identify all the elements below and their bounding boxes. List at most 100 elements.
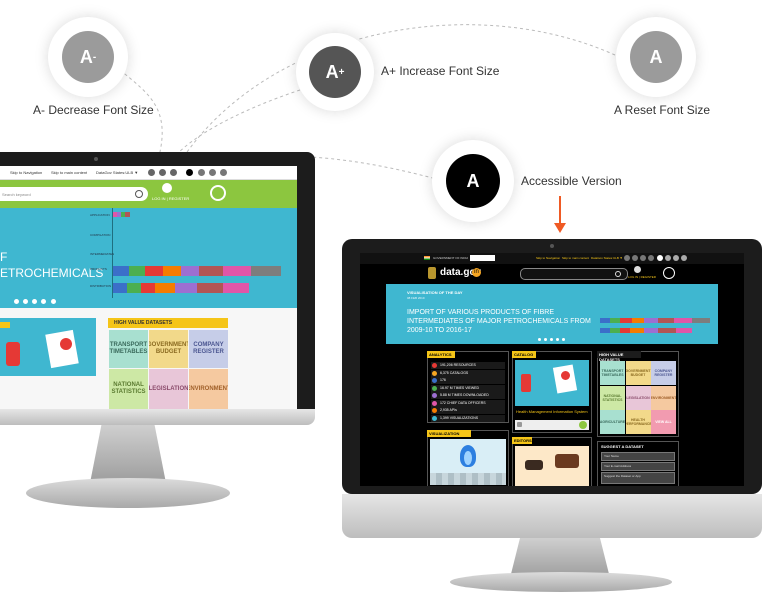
right-carousel-dot[interactable]	[556, 338, 559, 341]
right-search-icon[interactable]	[615, 271, 621, 277]
high-value-tile[interactable]: GOVERNMENT BUDGET	[625, 361, 651, 385]
high-value-tile[interactable]: HEALTH PERFORMANCE	[625, 410, 651, 434]
left-state-selector[interactable]: DataGov States:ULB ▼	[96, 170, 139, 175]
right-logo[interactable]: data.gov	[440, 267, 482, 278]
left-bar	[251, 266, 281, 276]
right-state-selector[interactable]: DataGov States:ULB ▼	[591, 256, 623, 260]
india-flag-icon	[424, 256, 430, 260]
right-carousel-dot[interactable]	[550, 338, 553, 341]
analytics-item[interactable]: 176	[431, 377, 505, 384]
left-increase-font-icon[interactable]	[170, 169, 177, 176]
decrease-font-icon[interactable]: A-	[62, 31, 114, 83]
right-bar	[620, 328, 630, 333]
suggest-email-placeholder: Your E-mail Address	[604, 464, 632, 468]
analytics-item[interactable]: 172 CHIEF DATA OFFICERS	[431, 399, 505, 407]
right-bar	[600, 328, 610, 333]
right-carousel-dot[interactable]	[544, 338, 547, 341]
left-skip-main[interactable]: Skip to main content	[51, 170, 88, 175]
left-twitter-icon[interactable]	[209, 169, 216, 176]
left-user-icon[interactable]	[162, 183, 172, 193]
left-login-link[interactable]: LOG IN | REGISTER	[152, 196, 190, 201]
analytics-item[interactable]: 16.97 M TIMES VIEWED	[431, 384, 505, 392]
high-value-tile[interactable]: NATIONAL STATISTICS	[600, 385, 625, 410]
left-carousel-dot[interactable]	[23, 299, 28, 304]
left-search-input[interactable]: Search keyword	[0, 187, 148, 201]
accessible-version-icon[interactable]: A	[446, 154, 500, 208]
right-carousel-dot[interactable]	[538, 338, 541, 341]
right-screen: GOVERNMENT OF INDIA Skip to Navigation S…	[360, 253, 744, 486]
analytics-item[interactable]: 2,935 APIs	[431, 407, 505, 414]
editors-header: EDITORS	[512, 437, 532, 444]
left-carousel-dot[interactable]	[51, 299, 56, 304]
right-increase-font-icon[interactable]	[640, 255, 646, 261]
right-login-link[interactable]: LOG IN | REGISTER	[628, 275, 656, 279]
left-tile-company[interactable]: COMPANY REGISTER	[189, 330, 228, 368]
left-skip-nav[interactable]: Skip to Navigation	[10, 170, 43, 175]
left-carousel-dot[interactable]	[32, 299, 37, 304]
right-skip-nav[interactable]: Skip to Navigation	[536, 256, 561, 260]
left-tile-statistics[interactable]: NATIONAL STATISTICS	[109, 369, 148, 409]
left-bar	[163, 266, 181, 276]
right-gov-label: GOVERNMENT OF INDIA	[433, 256, 469, 260]
analytics-item[interactable]: 6,375 CATALOGS	[431, 369, 505, 377]
left-tile-legislation[interactable]: LEGISLATION	[149, 369, 188, 409]
left-carousel-dot[interactable]	[14, 299, 19, 304]
right-decrease-font-icon[interactable]	[632, 255, 638, 261]
analytics-item-icon	[432, 378, 437, 383]
left-bar	[129, 266, 145, 276]
left-tile-environment[interactable]: ENVIRONMENT	[189, 369, 228, 409]
editors-image[interactable]	[515, 446, 589, 486]
left-accessible-icon[interactable]	[186, 169, 193, 176]
right-reset-font-icon[interactable]	[648, 255, 654, 261]
left-header: Search keyword LOG IN | REGISTER	[0, 180, 297, 208]
left-high-value-title: HIGH VALUE DATASETS	[114, 320, 173, 326]
analytics-item-icon	[432, 408, 437, 413]
left-bar	[223, 266, 251, 276]
analytics-item[interactable]: 191,206 RESOURCES	[431, 362, 505, 369]
high-value-tile[interactable]: ENVIRONMENT	[651, 385, 676, 410]
left-menu-icon[interactable]	[210, 185, 226, 201]
gallery-image[interactable]	[430, 439, 506, 485]
left-facebook-icon[interactable]	[198, 169, 205, 176]
right-user-icon[interactable]	[634, 266, 641, 273]
high-value-tile[interactable]: COMPANY REGISTER	[651, 361, 676, 385]
suggest-email-field[interactable]: Your E-mail Address	[601, 462, 675, 471]
decrease-font-label: A- Decrease Font Size	[33, 103, 154, 117]
left-tile-budget[interactable]: GOVERNMENT BUDGET	[149, 330, 188, 368]
analytics-item[interactable]: 1,399 VISUALIZATIONS	[431, 414, 505, 422]
increase-font-icon[interactable]: A+	[309, 46, 361, 98]
left-screen: Skip to Navigation Skip to main content …	[0, 166, 297, 409]
next-arrow-icon[interactable]	[579, 421, 587, 429]
right-skip-main[interactable]: Skip to main content	[562, 256, 590, 260]
right-search-input[interactable]	[520, 268, 628, 280]
catalog-header: CATALOG	[512, 351, 536, 358]
high-value-tile[interactable]: LEGISLATION	[625, 385, 651, 410]
right-menu-icon[interactable]	[663, 267, 675, 279]
left-rss-icon[interactable]	[220, 169, 227, 176]
catalog-caption[interactable]: Health Management Information System	[516, 409, 588, 414]
gallery-header: VISUALIZATION GALLERY	[427, 430, 471, 441]
right-carousel-dot[interactable]	[562, 338, 565, 341]
left-tile-transport[interactable]: TRANSPORT TIMETABLES	[109, 330, 148, 368]
right-contrast-icon[interactable]	[624, 255, 630, 261]
high-value-tile[interactable]: VIEW ALL	[651, 410, 676, 434]
suggest-name-field[interactable]: Your Name	[601, 452, 675, 461]
analytics-item[interactable]: 5.88 M TIMES DOWNLOADED	[431, 392, 505, 399]
reset-font-icon[interactable]: A	[630, 31, 682, 83]
left-search-icon[interactable]	[135, 190, 143, 198]
suggest-dataset-field[interactable]: Suggest the Dataset or App	[601, 472, 675, 484]
analytics-item-label: 6,375 CATALOGS	[440, 370, 469, 375]
right-facebook-icon[interactable]	[665, 255, 671, 261]
right-twitter-icon[interactable]	[673, 255, 679, 261]
left-contrast-icon[interactable]	[148, 169, 155, 176]
right-accessible-icon[interactable]	[657, 255, 663, 261]
catalog-image[interactable]	[515, 360, 589, 406]
left-carousel-dot[interactable]	[41, 299, 46, 304]
left-catalog-card[interactable]	[0, 318, 96, 376]
right-rss-icon[interactable]	[681, 255, 687, 261]
high-value-tile[interactable]: TRANSPORT TIMETABLES	[600, 361, 625, 385]
left-decrease-font-icon[interactable]	[159, 169, 166, 176]
high-value-tile[interactable]: AGRICULTURE	[600, 410, 625, 434]
share-icon[interactable]	[517, 422, 522, 427]
